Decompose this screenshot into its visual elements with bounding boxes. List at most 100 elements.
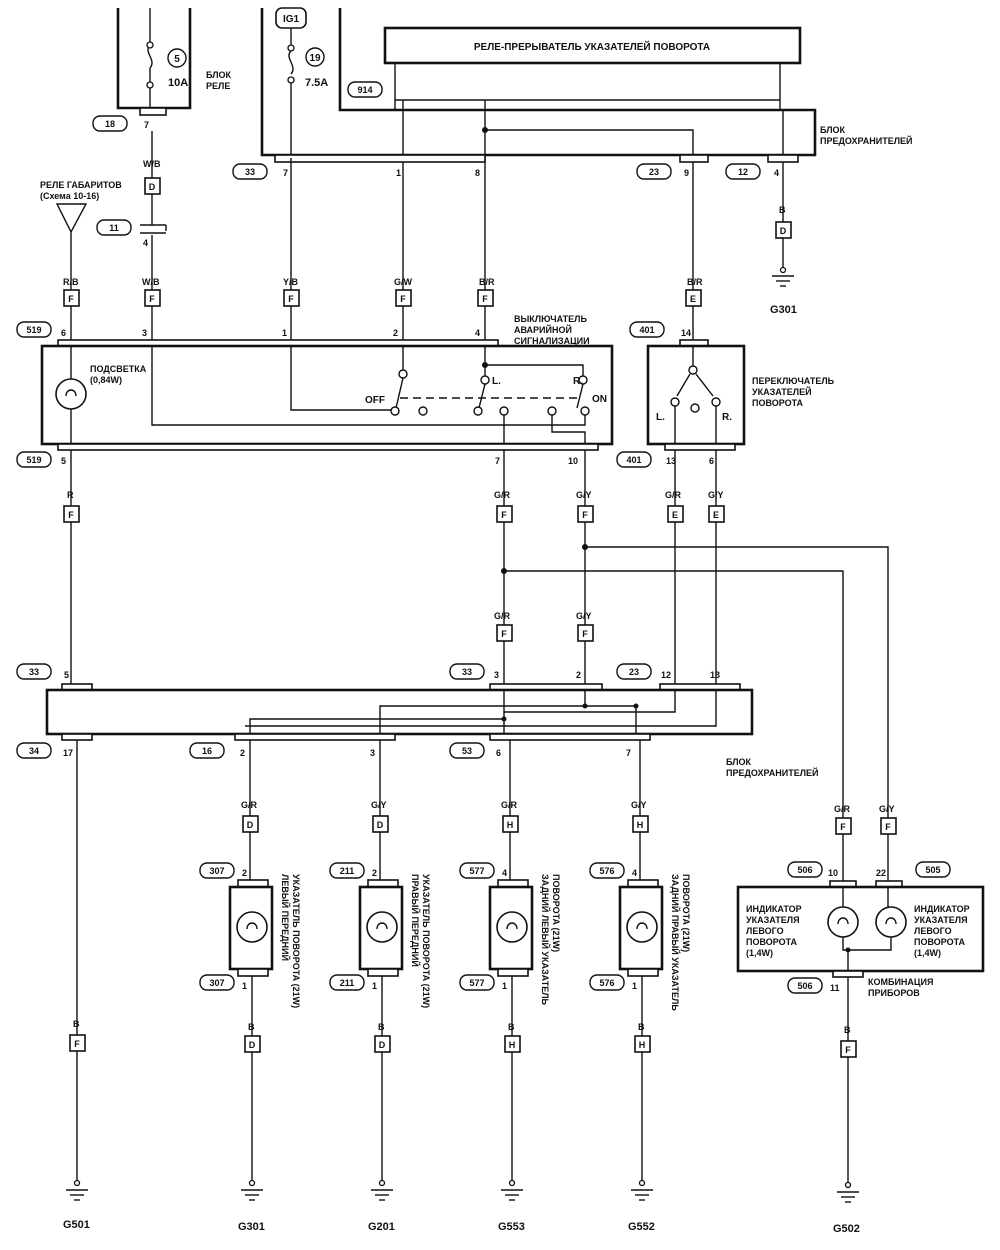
ig1-label: IG1 [283, 14, 300, 25]
turn-switch-label-1: ПЕРЕКЛЮЧАТЕЛЬ [752, 376, 835, 386]
wire-label: B [508, 1022, 515, 1032]
fuse-block-bottom-label-1: БЛОК [726, 757, 752, 767]
conn-code: D [377, 820, 384, 830]
parking-relay: РЕЛЕ ГАБАРИТОВ (Схема 10-16) [40, 180, 122, 290]
wire-label: B/R [687, 277, 703, 287]
pin-label: 22 [876, 868, 886, 878]
conn-code: D [379, 1040, 386, 1050]
fuse-rating: 10A [168, 77, 188, 89]
conn-code: F [582, 629, 588, 639]
pin-label: 8 [475, 168, 480, 178]
switch-on-label: ON [592, 394, 607, 405]
fuse-block-bottom: 33 5 33 3 2 23 12 13 34 16 53 17 [16, 663, 819, 778]
lamp-description: ЗАДНИЙ ЛЕВЫЙ УКАЗАТЕЛЬ [540, 874, 551, 1006]
pin-label: 3 [494, 670, 499, 680]
conn-code: H [637, 820, 644, 830]
fuse-block-bottom-label-2: ПРЕДОХРАНИТЕЛЕЙ [726, 767, 819, 778]
conn-code: F [149, 294, 155, 304]
pin-label: 9 [684, 168, 689, 178]
pin-label: 10 [828, 868, 838, 878]
conn-code: D [149, 182, 156, 192]
conn-506: 506 [797, 865, 812, 875]
indicator-right-label: ПОВОРОТА [914, 937, 966, 947]
conn-code: F [400, 294, 406, 304]
conn-23: 23 [649, 167, 659, 177]
lamp-description: УКАЗАТЕЛЬ ПОВОРОТА (21W) [421, 874, 431, 1008]
lamp-conn-top: 307 [209, 866, 224, 876]
pin-label: 7 [144, 120, 149, 130]
lamp-description: ЗАДНИЙ ПРАВЫЙ УКАЗАТЕЛЬ [670, 874, 681, 1011]
conn-code: F [288, 294, 294, 304]
ground-g501: B F G501 [63, 740, 90, 1231]
g501-label: G501 [63, 1219, 90, 1231]
relay-block-label-1: БЛОК [206, 70, 232, 80]
pin-label: 6 [709, 456, 714, 466]
pin-label: 2 [240, 748, 245, 758]
indicator-left-label: ПОВОРОТА [746, 937, 798, 947]
pin-label: 6 [496, 748, 501, 758]
pin-label: 1 [282, 328, 287, 338]
conn-code: F [885, 822, 891, 832]
lamp-description: ЛЕВЫЙ ПЕРЕДНИЙ [280, 874, 291, 961]
fuse-block-top-label-2: ПРЕДОХРАНИТЕЛЕЙ [820, 135, 913, 146]
pin-label: 13 [666, 456, 676, 466]
fuse-number: 5 [174, 54, 180, 65]
upper-connectors: R/B F W/B F Y/B F G/W F B/R F B/R E [63, 158, 703, 340]
indicator-left-label: ЛЕВОГО [746, 926, 784, 936]
conn-code: F [68, 510, 74, 520]
conn-519: 519 [26, 325, 41, 335]
wire-label: G/R [241, 800, 258, 810]
pin-label: 1 [502, 981, 507, 991]
wire-label: G/R [665, 490, 682, 500]
indicator-right-label: УКАЗАТЕЛЯ [914, 915, 968, 925]
pin-label: 14 [681, 328, 691, 338]
conn-code: D [247, 820, 254, 830]
backlight-label: ПОДСВЕТКА [90, 364, 147, 374]
lamp-ground-label: G552 [628, 1221, 655, 1233]
conn-914: 914 [357, 85, 372, 95]
parking-relay-label-1: РЕЛЕ ГАБАРИТОВ [40, 180, 122, 190]
switch-l-label: L. [492, 376, 501, 387]
relay-block-label-2: РЕЛЕ [206, 81, 230, 91]
conn-33-left: 33 [29, 667, 39, 677]
pin-label: 2 [393, 328, 398, 338]
flasher-relay-label: РЕЛЕ-ПРЕРЫВАТЕЛЬ УКАЗАТЕЛЕЙ ПОВОРОТА [474, 40, 710, 53]
lamp-conn-top: 211 [340, 866, 355, 876]
wire-label: G/Y [708, 490, 724, 500]
wire-label: R [67, 490, 74, 500]
wire-label: B [378, 1022, 385, 1032]
wire-label: B/R [479, 277, 495, 287]
conn-code: H [509, 1040, 516, 1050]
parking-relay-label-2: (Схема 10-16) [40, 191, 99, 201]
indicator-left-label: (1,4W) [746, 948, 773, 958]
wire-label: G/R [494, 611, 511, 621]
conn-code: F [501, 629, 507, 639]
conn-code: F [482, 294, 488, 304]
g502-label: G502 [833, 1223, 860, 1235]
pin-label: 3 [142, 328, 147, 338]
lamp-ground-label: G553 [498, 1221, 525, 1233]
turn-r-label: R. [722, 412, 732, 423]
instrument-cluster: G/R F G/Y F 506 10 22 505 ИНДИКАТОР УКАЗ… [736, 804, 985, 1235]
conn-code: F [68, 294, 74, 304]
conn-code: H [507, 820, 514, 830]
conn-505: 505 [925, 865, 940, 875]
conn-23: 23 [629, 667, 639, 677]
pin-label: 4 [475, 328, 480, 338]
relay-block: 5 10A БЛОК РЕЛЕ 18 7 [92, 8, 232, 132]
conn-34: 34 [29, 746, 39, 756]
conn-code: E [672, 510, 678, 520]
lamp-ground-label: G201 [368, 1221, 395, 1233]
lamp-conn-bottom: 576 [599, 978, 614, 988]
conn-code: D [780, 226, 787, 236]
conn-code: F [845, 1045, 851, 1055]
ig1-fuse: IG1 19 7.5A [275, 7, 328, 158]
lamp-description: ПРАВЫЙ ПЕРЕДНИЙ [410, 874, 421, 967]
lamp-description: ПОВОРОТА (21W) [681, 874, 691, 952]
wire-label: B [844, 1025, 851, 1035]
fuse-rating: 7.5A [305, 77, 328, 89]
conn-33-mid: 33 [462, 667, 472, 677]
wire-label: G/Y [576, 611, 592, 621]
